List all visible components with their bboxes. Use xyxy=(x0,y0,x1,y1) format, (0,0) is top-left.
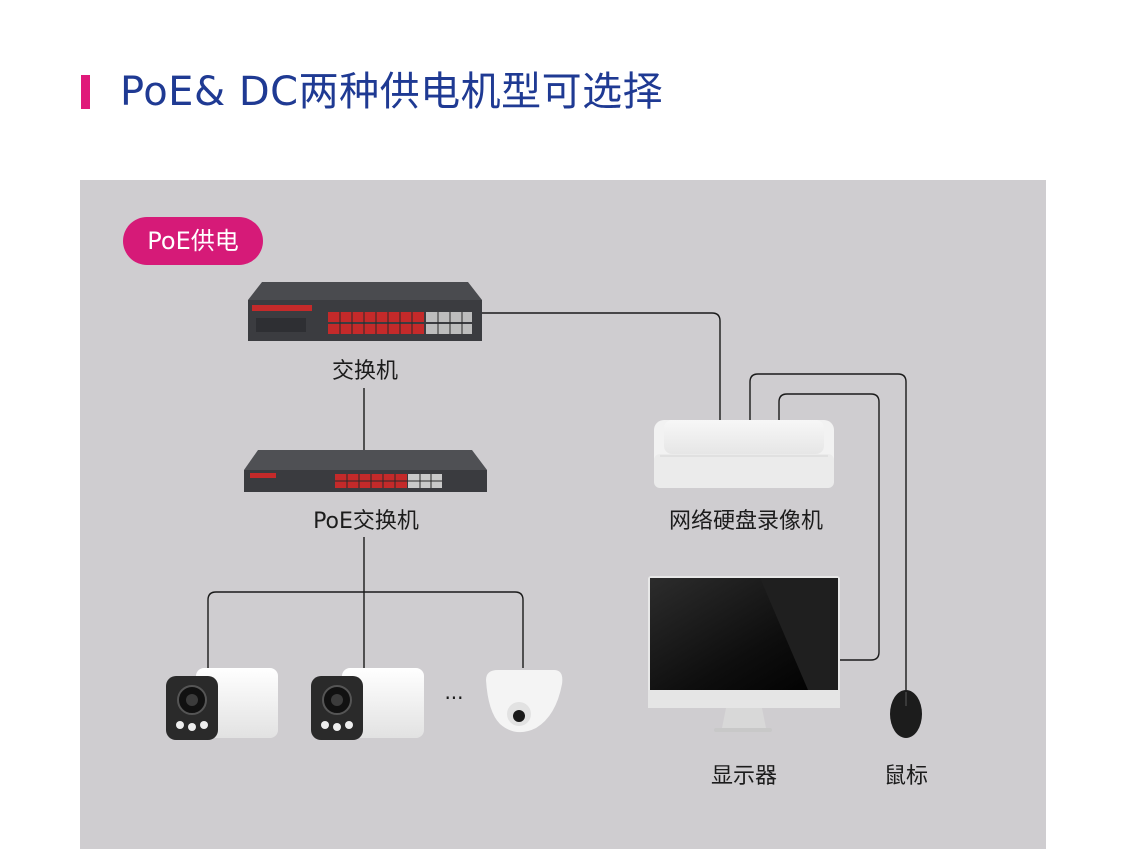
dome-camera xyxy=(486,670,562,732)
nvr-device xyxy=(654,420,834,488)
mouse-label: 鼠标 xyxy=(884,758,928,790)
switch-to-nvr-line xyxy=(482,313,720,420)
camera-bus-line xyxy=(208,592,523,675)
switch-device xyxy=(248,282,482,341)
mouse-device xyxy=(890,690,922,738)
poe-switch-label: PoE交换机 xyxy=(313,503,419,535)
camera-ellipsis: ··· xyxy=(444,686,463,710)
monitor-device xyxy=(648,576,840,732)
nvr-label: 网络硬盘录像机 xyxy=(669,503,823,535)
bullet-camera-1 xyxy=(166,668,278,740)
monitor-label: 显示器 xyxy=(711,758,777,790)
switch-label: 交换机 xyxy=(332,353,398,385)
poe-switch-device xyxy=(244,450,487,492)
bullet-camera-2 xyxy=(311,668,424,740)
